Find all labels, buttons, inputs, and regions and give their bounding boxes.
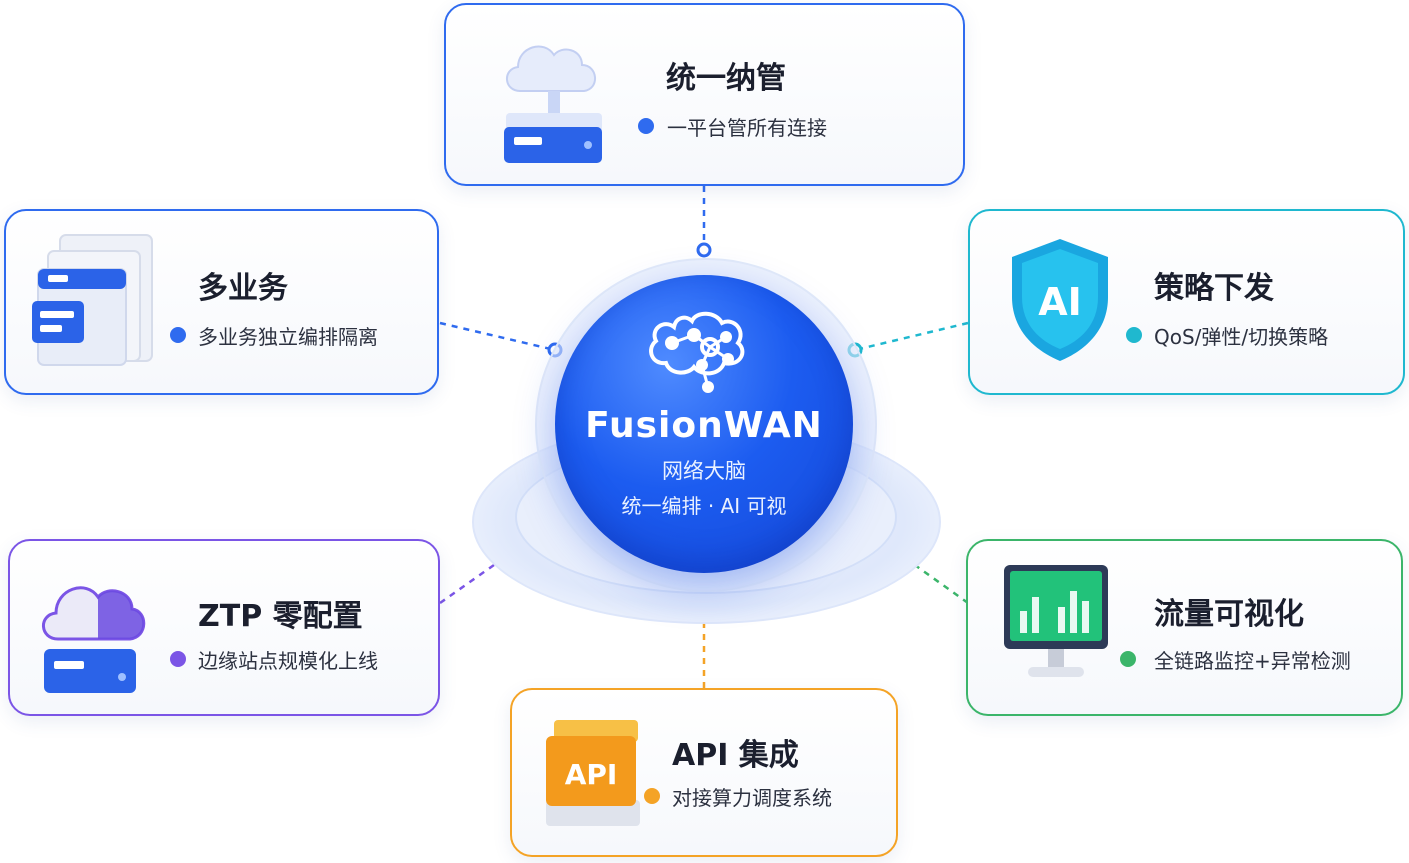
- card-policy-bullet: [1126, 327, 1142, 343]
- cloud-server-icon: [504, 45, 602, 163]
- card-unified-bullet: [638, 118, 654, 134]
- stacked-windows-icon: [32, 234, 153, 366]
- card-traffic: 流量可视化 全链路监控+异常检测: [966, 539, 1403, 716]
- ai-shield-label: AI: [1038, 280, 1082, 324]
- card-api-desc: 对接算力调度系统: [672, 786, 832, 810]
- brain-network-icon: [649, 311, 745, 393]
- connector-policy: [854, 321, 969, 352]
- card-unified-desc: 一平台管所有连接: [667, 116, 827, 140]
- monitor-chart-icon: [1004, 565, 1108, 677]
- card-traffic-desc: 全链路监控+异常检测: [1154, 649, 1351, 673]
- card-api-title: API 集成: [672, 738, 799, 773]
- connector-node-unified: [696, 242, 712, 258]
- card-ztp-bullet: [170, 651, 186, 667]
- card-unified-title: 统一纳管: [666, 61, 786, 96]
- card-api: API API 集成 对接算力调度系统: [510, 688, 898, 857]
- card-api-bullet: [644, 788, 660, 804]
- card-multi: 多业务 多业务独立编排隔离: [4, 209, 439, 395]
- api-block-label: API: [565, 758, 618, 791]
- card-policy: AI 策略下发 QoS/弹性/切换策略: [968, 209, 1405, 395]
- card-policy-title: 策略下发: [1154, 271, 1274, 306]
- hub-tagline: 统一编排 · AI 可视: [621, 494, 787, 518]
- cloud-device-icon: [42, 586, 146, 693]
- card-unified: 统一纳管 一平台管所有连接: [444, 3, 965, 186]
- card-traffic-title: 流量可视化: [1154, 597, 1304, 632]
- connector-multi: [439, 321, 556, 352]
- card-ztp-title: ZTP 零配置: [198, 599, 363, 634]
- card-ztp: ZTP 零配置 边缘站点规模化上线: [8, 539, 440, 716]
- card-multi-title: 多业务: [198, 271, 288, 306]
- card-multi-desc: 多业务独立编排隔离: [198, 325, 378, 349]
- ai-shield-icon: AI: [1012, 239, 1108, 361]
- card-multi-bullet: [170, 327, 186, 343]
- card-policy-desc: QoS/弹性/切换策略: [1154, 325, 1329, 349]
- card-ztp-desc: 边缘站点规模化上线: [198, 649, 378, 673]
- hub-subtitle: 网络大脑: [662, 459, 746, 483]
- card-traffic-bullet: [1120, 651, 1136, 667]
- hub-name: FusionWAN: [585, 405, 823, 446]
- api-block-icon: API: [546, 720, 640, 826]
- hub-fusionwan: FusionWAN 网络大脑 统一编排 · AI 可视: [555, 275, 853, 573]
